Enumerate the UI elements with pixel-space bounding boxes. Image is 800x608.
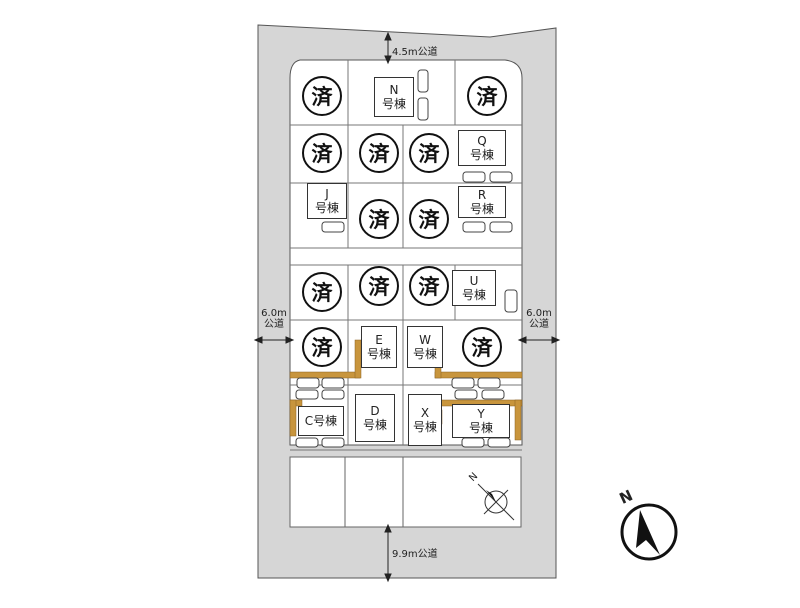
building-n[interactable]: N 号棟 — [374, 77, 414, 117]
parking-cars — [295, 69, 518, 448]
building-x[interactable]: X 号棟 — [408, 394, 442, 446]
sold-marker: 済 — [302, 76, 342, 116]
east-road-name: 公道 — [529, 319, 549, 330]
building-n-suffix: 号棟 — [381, 97, 406, 111]
building-r[interactable]: R 号棟 — [458, 186, 506, 218]
east-road-width: 6.0m — [526, 308, 552, 319]
building-x-id: X — [420, 406, 430, 420]
building-c[interactable]: C号棟 — [298, 406, 344, 436]
sold-marker: 済 — [409, 199, 449, 239]
building-r-id: R — [477, 188, 487, 202]
sold-marker: 済 — [359, 266, 399, 306]
building-y[interactable]: Y 号棟 — [452, 404, 510, 438]
building-q[interactable]: Q 号棟 — [458, 130, 506, 166]
building-w-id: W — [419, 333, 431, 347]
west-road-name: 公道 — [264, 319, 284, 330]
south-lot-1 — [289, 456, 346, 528]
building-w[interactable]: W 号棟 — [407, 326, 443, 368]
building-y-id: Y — [477, 407, 485, 421]
building-u[interactable]: U 号棟 — [452, 270, 496, 306]
sold-marker: 済 — [409, 133, 449, 173]
south-lot-3 — [402, 456, 522, 528]
building-r-suffix: 号棟 — [469, 202, 494, 216]
sold-marker: 済 — [359, 199, 399, 239]
south-road-label: 9.9m公道 — [392, 549, 438, 560]
building-d[interactable]: D 号棟 — [355, 394, 395, 442]
west-road-width: 6.0m — [261, 308, 287, 319]
building-j-suffix: 号棟 — [314, 201, 339, 215]
building-c-label: C号棟 — [304, 414, 338, 428]
north-compass-icon — [620, 503, 678, 561]
north-road-label: 4.5m公道 — [392, 47, 438, 58]
building-e-id: E — [375, 333, 383, 347]
building-w-suffix: 号棟 — [412, 347, 437, 361]
building-q-suffix: 号棟 — [469, 148, 494, 162]
sold-marker: 済 — [462, 327, 502, 367]
sold-marker: 済 — [302, 272, 342, 312]
building-j-id: J — [325, 187, 329, 201]
building-u-id: U — [469, 274, 479, 288]
sold-marker: 済 — [302, 327, 342, 367]
building-j[interactable]: J 号棟 — [307, 183, 347, 219]
building-q-id: Q — [477, 134, 487, 148]
building-x-suffix: 号棟 — [412, 420, 437, 434]
sold-marker: 済 — [409, 266, 449, 306]
site-compass-icon — [477, 483, 515, 521]
building-e-suffix: 号棟 — [366, 347, 391, 361]
sold-marker: 済 — [359, 133, 399, 173]
building-d-suffix: 号棟 — [362, 418, 387, 432]
sold-marker: 済 — [467, 76, 507, 116]
building-u-suffix: 号棟 — [461, 288, 486, 302]
road-width-arrows — [253, 31, 561, 583]
building-e[interactable]: E 号棟 — [361, 326, 397, 368]
building-y-suffix: 号棟 — [468, 421, 493, 435]
building-n-id: N — [389, 83, 399, 97]
building-d-id: D — [370, 404, 380, 418]
lot-lines — [290, 60, 522, 451]
sold-marker: 済 — [302, 133, 342, 173]
south-lot-2 — [344, 456, 404, 528]
